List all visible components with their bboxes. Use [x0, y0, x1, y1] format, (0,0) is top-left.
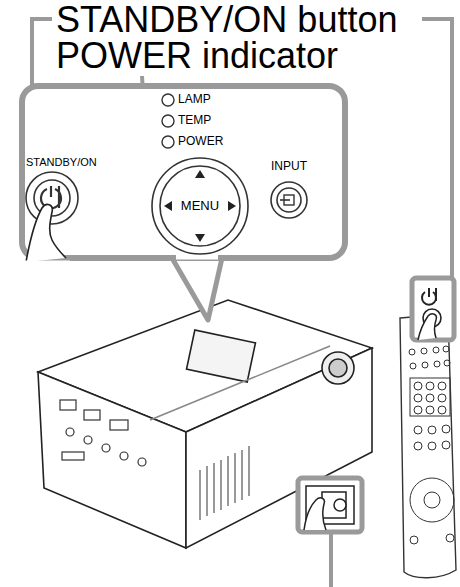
button-label: STANDBY/ON: [26, 157, 97, 169]
remote-control: [400, 314, 456, 578]
remote-callout: [412, 278, 454, 340]
finger: [26, 205, 66, 262]
callout-label: STANDBY/ON button: [56, 1, 397, 39]
finger: [418, 314, 436, 340]
indicator-leds: [162, 94, 174, 148]
button-label: INPUT: [271, 160, 307, 173]
indicator-label: LAMP: [178, 93, 211, 106]
callout-panel: [22, 86, 345, 258]
callout-label: POWER indicator: [56, 37, 338, 75]
vents: [200, 446, 249, 520]
menu-arrows: [164, 170, 236, 242]
ports: [60, 400, 146, 466]
button-label: MENU: [181, 199, 219, 213]
indicator-label: TEMP: [178, 114, 211, 127]
callout-tail: [172, 258, 222, 320]
projector-body: [38, 300, 372, 548]
menu-pad: [152, 158, 248, 254]
main-switch: [304, 486, 354, 530]
indicator-label: POWER: [178, 135, 223, 148]
input-button: [271, 182, 307, 218]
switch-callout: [298, 478, 362, 532]
